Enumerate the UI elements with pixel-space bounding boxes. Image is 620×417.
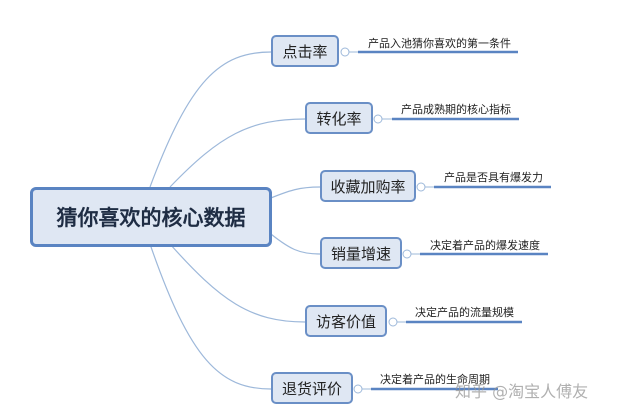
note-click-rate: 产品入池猜你喜欢的第一条件: [368, 37, 511, 50]
link-1: [149, 51, 272, 188]
collapse-handle: [388, 317, 398, 327]
link-2: [169, 118, 306, 188]
topic-sales-growth[interactable]: 销量增速: [320, 237, 402, 269]
collapse-handle: [402, 249, 412, 259]
note-conversion-rate: 产品成熟期的核心指标: [401, 103, 511, 116]
link-4: [265, 229, 321, 255]
link-3: [265, 186, 321, 201]
link-5: [169, 243, 306, 323]
collapse-handle: [416, 182, 426, 192]
watermark: 知乎 @淘宝人傅友: [455, 382, 589, 401]
root-topic[interactable]: 猜你喜欢的核心数据: [30, 187, 272, 247]
topic-conversion-rate[interactable]: 转化率: [305, 102, 373, 134]
topic-return-review[interactable]: 退货评价: [271, 372, 353, 404]
note-visitor-value: 决定产品的流量规模: [415, 306, 514, 319]
topic-visitor-value[interactable]: 访客价值: [305, 305, 387, 337]
link-6: [149, 243, 272, 390]
collapse-handle: [340, 47, 350, 57]
topic-favorite-cart-rate[interactable]: 收藏加购率: [320, 170, 416, 202]
collapse-handle: [353, 384, 363, 394]
note-sales-growth: 决定着产品的爆发速度: [430, 239, 540, 252]
collapse-handle: [373, 114, 383, 124]
note-return-review: 决定着产品的生命周期: [380, 373, 490, 386]
topic-click-rate[interactable]: 点击率: [271, 35, 339, 67]
note-favorite-cart-rate: 产品是否具有爆发力: [444, 171, 543, 184]
